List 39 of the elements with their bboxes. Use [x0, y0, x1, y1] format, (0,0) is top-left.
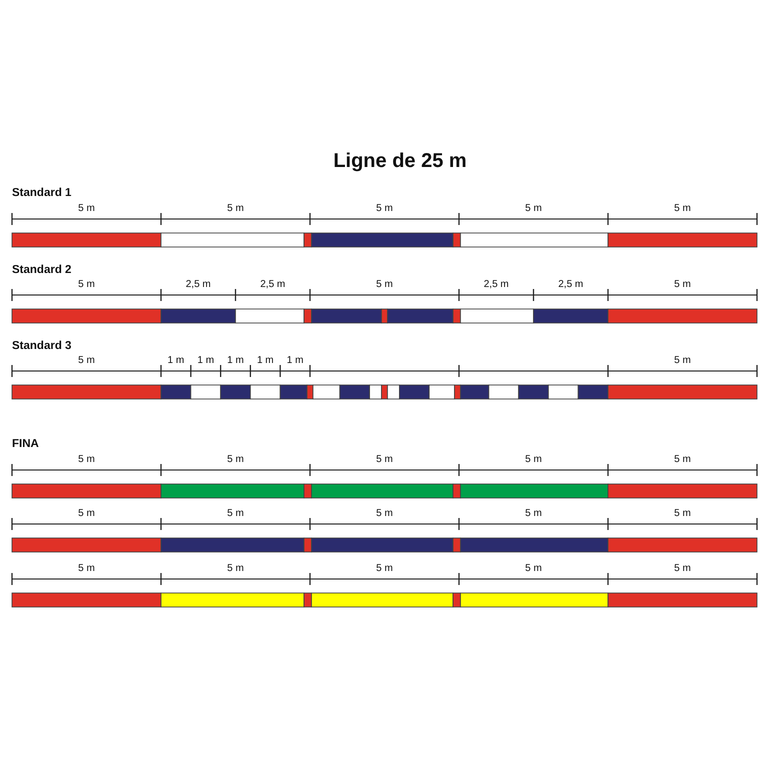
dimension-label: 1 m	[197, 355, 214, 366]
dimension-label: 5 m	[525, 203, 542, 214]
dimension-label: 5 m	[674, 508, 691, 519]
dimension-label: 5 m	[525, 508, 542, 519]
dimension-label: 5 m	[376, 563, 393, 574]
dimension-label: 5 m	[525, 563, 542, 574]
dimension-label: 2,5 m	[186, 279, 211, 290]
section-heading: FINA	[12, 438, 39, 450]
section-heading: Standard 2	[12, 264, 72, 276]
dimension-label: 5 m	[376, 508, 393, 519]
section-heading: Standard 1	[12, 187, 72, 199]
dimension-label: 1 m	[256, 355, 274, 366]
dimension-label: 5 m	[227, 563, 244, 574]
dimension-label: 5 m	[78, 508, 95, 519]
dimension-label: 5 m	[227, 508, 244, 519]
title: Ligne de 25 m	[332, 150, 468, 173]
dimension-label: 5 m	[674, 454, 691, 465]
dimension-label: 5 m	[376, 454, 393, 465]
dimension-label: 1 m	[227, 355, 244, 366]
dimension-label: 5 m	[78, 203, 95, 214]
section-heading: Standard 3	[12, 340, 72, 352]
dimension-label: 5 m	[674, 355, 691, 366]
dimension-label: 5 m	[674, 203, 691, 214]
dimension-label: 5 m	[78, 563, 95, 574]
dimension-label: 5 m	[227, 454, 244, 465]
dimension-label: 1 m	[168, 355, 184, 366]
dimension-label: 5 m	[227, 203, 244, 214]
dimension-label: 5 m	[674, 563, 691, 574]
dimension-label: 2,5 m	[260, 279, 286, 290]
dimension-label: 5 m	[674, 279, 691, 290]
dimension-label: 5 m	[376, 203, 393, 214]
dimension-label: 1 m	[286, 355, 304, 366]
dimension-label: 2,5 m	[558, 279, 584, 290]
dimension-label: 5 m	[78, 454, 95, 465]
dimension-label: 5 m	[525, 454, 542, 465]
dimension-label: 5 m	[78, 279, 95, 290]
dimension-label: 2,5 m	[484, 279, 509, 290]
dimension-label: 5 m	[78, 355, 95, 366]
dimension-label: 5 m	[376, 279, 393, 290]
